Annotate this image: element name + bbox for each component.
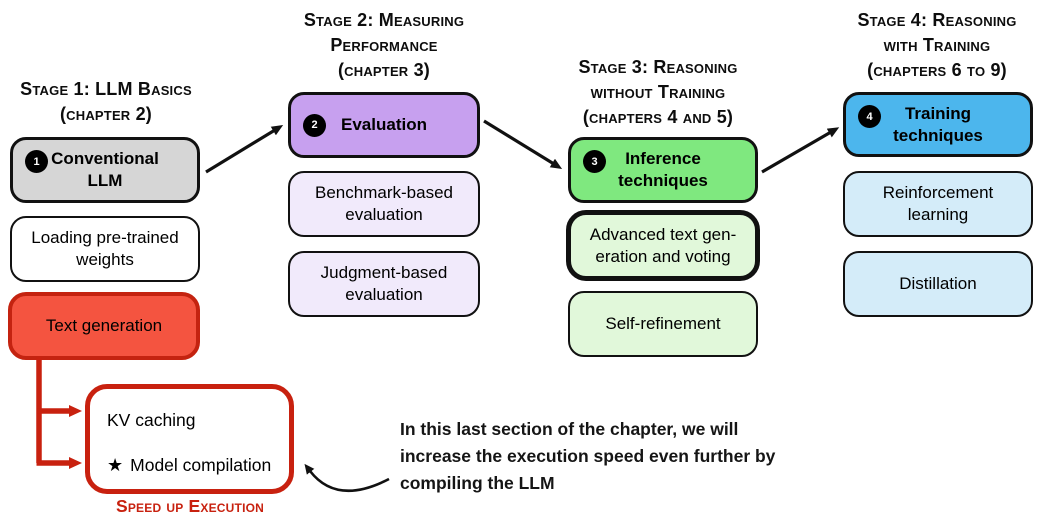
benchmark-eval-label: Benchmark-based evaluation <box>315 183 453 224</box>
stage2-number-badge: 2 <box>303 113 326 137</box>
self-refinement-label: Self-refinement <box>605 314 721 333</box>
stage1-sub-box-loading-weights: Loading pre-trained weights <box>10 216 200 282</box>
arrow-stage3-to-stage4 <box>761 127 840 174</box>
curved-annotation-arrow <box>304 463 390 492</box>
judgment-eval-label: Judgment-based evaluation <box>320 263 448 304</box>
stage1-heading: Stage 1: LLM Basics (chapter 2) <box>20 79 192 124</box>
stage1-sub-box-text-generation: Text generation <box>8 292 200 360</box>
stage3-sub-box-self-refinement: Self-refinement <box>568 291 758 357</box>
stage3-sub-box-advanced-text-gen: Advanced text gen- eration and voting <box>566 210 760 281</box>
stage3-heading: Stage 3: Reasoning without Training (cha… <box>578 57 738 127</box>
text-generation-label: Text generation <box>45 316 163 335</box>
stage2-main-box: 2 Evaluation <box>288 92 480 158</box>
advanced-text-gen-label: Advanced text gen- eration and voting <box>589 224 737 266</box>
stage4-main-label: Training techniques <box>893 103 983 145</box>
loading-weights-label: Loading pre-trained weights <box>31 228 179 269</box>
arrow-stage2-to-stage3 <box>483 119 563 169</box>
stage4-main-box: 4 Training techniques <box>843 92 1033 157</box>
stage2-heading: Stage 2: Measuring Performance (chapter … <box>303 10 465 80</box>
model-compilation-label: Model compilation <box>130 455 272 475</box>
stage4-number-badge: 4 <box>858 105 881 128</box>
stage4-heading: Stage 4: Reasoning with Training (chapte… <box>857 10 1017 80</box>
stage3-main-label: Inference techniques <box>618 149 708 190</box>
stage1-main-box: 1 Conventional LLM <box>10 137 200 203</box>
arrow-stage1-to-stage2 <box>205 125 284 174</box>
stage4-sub-box-distillation: Distillation <box>843 251 1033 317</box>
stage2-sub-box-benchmark: Benchmark-based evaluation <box>288 171 480 237</box>
model-compilation-item: ★ Model compilation <box>107 454 271 476</box>
speed-up-execution-caption: Speed up Execution <box>115 496 265 516</box>
stage1-main-label: Conventional LLM <box>51 149 159 190</box>
stage4-sub-box-reinforcement: Reinforcement learning <box>843 171 1033 237</box>
stage3-main-box: 3 Inference techniques <box>568 137 758 203</box>
kv-caching-item: KV caching <box>107 409 196 431</box>
speed-up-execution-box: KV caching ★ Model compilation <box>85 384 294 494</box>
distillation-label: Distillation <box>899 274 977 293</box>
stage3-number-badge: 3 <box>583 150 606 173</box>
stage1-number-badge: 1 <box>25 150 48 173</box>
star-icon: ★ <box>107 455 124 475</box>
kv-caching-label: KV caching <box>107 410 196 430</box>
stage2-sub-box-judgment: Judgment-based evaluation <box>288 251 480 317</box>
reinforcement-learning-label: Reinforcement learning <box>882 183 994 224</box>
stage2-main-label: Evaluation <box>341 115 427 134</box>
chapter-annotation-text: In this last section of the chapter, we … <box>400 419 776 493</box>
